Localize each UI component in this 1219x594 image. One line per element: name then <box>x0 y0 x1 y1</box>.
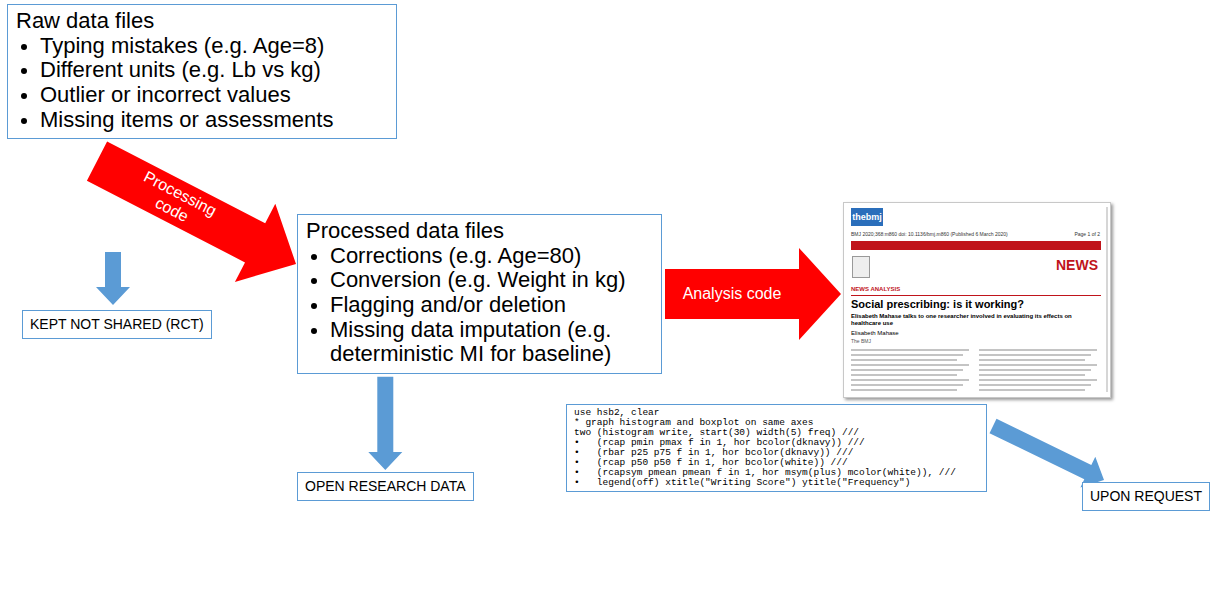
code-line: • (rcap pmin pmax f in 1, hor bcolor(dkn… <box>574 438 979 448</box>
box-heading: Processed data files <box>306 219 653 244</box>
raw-data-box: Raw data filesTyping mistakes (e.g. Age=… <box>7 4 397 139</box>
share-arrow <box>990 419 1105 488</box>
citation-line: BMJ 2020;368:m860 doi: 10.1136/bmj.m860 … <box>851 232 1008 238</box>
code-line: • (rcap p50 p50 f in 1, hor bcolor(white… <box>574 458 979 468</box>
body-text-line <box>979 349 1097 351</box>
bullet-dot <box>21 93 27 99</box>
status-text: KEPT NOT SHARED (RCT) <box>30 316 204 332</box>
bullet-item: Conversion (e.g. Weight in kg) <box>306 268 653 293</box>
body-text-line <box>851 369 963 371</box>
update-badge <box>852 256 870 278</box>
analysis-arrow <box>665 248 841 340</box>
bullet-dot <box>311 303 317 309</box>
bullet-item: Outlier or incorrect values <box>16 83 388 108</box>
bullet-item: Typing mistakes (e.g. Age=8) <box>16 34 388 59</box>
bullet-dot <box>311 278 317 284</box>
bullet-text: Missing items or assessments <box>40 108 333 133</box>
side-strip <box>1106 207 1108 392</box>
code-line: • legend(off) xtitle("Writing Score") yt… <box>574 478 979 488</box>
sharing-status-box: KEPT NOT SHARED (RCT) <box>22 310 212 339</box>
bullet-text: Missing data imputation (e.g. determinis… <box>330 318 653 367</box>
code-line: • (rcapsym pmean pmean f in 1, hor msym(… <box>574 468 979 478</box>
journal-logo: thebmj <box>851 208 883 226</box>
body-text-line <box>851 364 969 366</box>
body-text-line <box>851 379 969 381</box>
body-text-line <box>851 359 957 361</box>
bullet-text: Different units (e.g. Lb vs kg) <box>40 58 321 83</box>
box-heading: Raw data files <box>16 9 388 34</box>
article-title: Social prescribing: is it working? <box>851 298 1101 311</box>
body-text-line <box>979 359 1085 361</box>
processing-arrow <box>87 142 296 282</box>
source-name: The BMJ <box>851 339 871 345</box>
code-line: * graph histogram and boxplot on same ax… <box>574 418 979 428</box>
bullet-item: Flagging and/or deletion <box>306 293 653 318</box>
bullet-item: Different units (e.g. Lb vs kg) <box>16 58 388 83</box>
code-line: use hsb2, clear <box>574 408 979 418</box>
arrow-label: Processing code <box>124 163 229 240</box>
bullet-text: Outlier or incorrect values <box>40 83 291 108</box>
author-name: Elisabeth Mahase <box>851 330 899 337</box>
bullet-text: Corrections (e.g. Age=80) <box>330 244 581 269</box>
bullet-item: Missing items or assessments <box>16 108 388 133</box>
section-name: NEWS <box>1056 257 1098 273</box>
code-line: • (rbar p25 p75 f in 1, hor bcolor(dknav… <box>574 448 979 458</box>
arrow-label: Analysis code <box>682 285 782 303</box>
article-figure: thebmjBMJ 2020;368:m860 doi: 10.1136/bmj… <box>843 202 1111 398</box>
bullet-item: Missing data imputation (e.g. determinis… <box>306 318 653 367</box>
body-text-line <box>851 389 957 391</box>
body-text-line <box>979 364 1097 366</box>
bullet-item: Corrections (e.g. Age=80) <box>306 244 653 269</box>
bullet-text: Conversion (e.g. Weight in kg) <box>330 268 626 293</box>
share-arrow <box>368 377 402 470</box>
bullet-dot <box>21 68 27 74</box>
body-text-line <box>979 354 1091 356</box>
status-text: OPEN RESEARCH DATA <box>305 478 466 494</box>
bullet-dot <box>311 328 317 334</box>
kept-arrow <box>96 252 130 305</box>
sharing-status-box: OPEN RESEARCH DATA <box>297 472 474 501</box>
body-text-line <box>979 369 1091 371</box>
code-box: use hsb2, clear* graph histogram and box… <box>566 404 987 492</box>
body-text-line <box>979 374 1085 376</box>
red-banner <box>851 241 1101 250</box>
sharing-status-box: UPON REQUEST <box>1082 482 1210 511</box>
body-text-line <box>851 349 969 351</box>
bullet-text: Typing mistakes (e.g. Age=8) <box>40 34 324 59</box>
body-text-line <box>979 389 1085 391</box>
bullet-text: Flagging and/or deletion <box>330 293 566 318</box>
bullet-dot <box>311 254 317 260</box>
article-standfirst: Elisabeth Mahase talks to one researcher… <box>851 313 1101 327</box>
page-number: Page 1 of 2 <box>1074 232 1100 238</box>
section-rule <box>851 295 1101 296</box>
status-text: UPON REQUEST <box>1090 488 1202 504</box>
body-text-line <box>979 379 1097 381</box>
body-text-line <box>851 384 963 386</box>
section-kicker: NEWS ANALYSIS <box>851 286 900 293</box>
bullet-dot <box>21 118 27 124</box>
body-text-line <box>979 384 1091 386</box>
code-line: two (histogram write, start(30) width(5)… <box>574 428 979 438</box>
bullet-dot <box>21 44 27 50</box>
body-text-line <box>851 374 957 376</box>
processed-data-box: Processed data filesCorrections (e.g. Ag… <box>297 214 662 374</box>
body-text-line <box>851 354 963 356</box>
